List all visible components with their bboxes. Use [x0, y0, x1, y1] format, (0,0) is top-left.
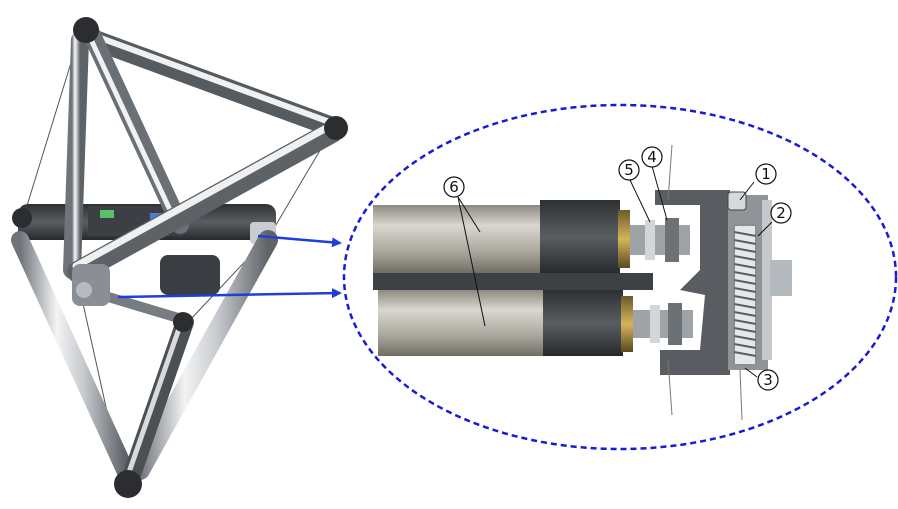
callout-5: 5: [618, 159, 651, 223]
mount-tab: [770, 260, 792, 296]
side-plate: [762, 200, 772, 360]
rod-lower-right: [130, 230, 278, 480]
callout-5-text: 5: [624, 161, 634, 179]
arrow-lower: [117, 288, 342, 299]
callout-4: 4: [641, 146, 668, 221]
arrow-upper: [257, 234, 342, 248]
rod-left-vertical: [63, 31, 89, 279]
callout-2-text: 2: [776, 204, 786, 222]
rod-top-back: [85, 30, 345, 138]
callout-1-text: 1: [761, 165, 771, 183]
center-divider: [373, 273, 653, 290]
zoom-ellipse-icon: [342, 103, 898, 451]
pointer-arrows: [117, 234, 342, 299]
lower-shaft: [633, 310, 693, 338]
upper-shaft: [630, 225, 690, 255]
callout-labels: 1 2 3 4 5 6: [443, 146, 792, 391]
callout-2: 2: [757, 202, 792, 237]
upper-pulley: [665, 218, 679, 262]
upper-motor-can: [373, 205, 543, 273]
joint-caps: [12, 17, 348, 498]
callout-3-text: 3: [763, 371, 773, 389]
cables-section: [667, 144, 743, 421]
lower-motor-can: [378, 290, 546, 356]
housing-frame: [655, 190, 730, 375]
motor-cross-section: [373, 144, 792, 421]
upper-brass-flange: [618, 210, 630, 268]
tensegrity-robot-icon: [11, 17, 348, 498]
callout-1: 1: [739, 163, 777, 201]
rod-top-diagonal: [83, 26, 189, 234]
lower-motor-block: [160, 255, 220, 295]
upper-gearbox: [540, 200, 620, 274]
lower-gearbox: [543, 290, 623, 356]
callout-4-text: 4: [647, 148, 657, 166]
rod-lower-center: [121, 313, 194, 489]
rod-lower-left: [11, 231, 134, 479]
upper-bearing: [645, 220, 655, 260]
callout-6: 6: [443, 176, 486, 327]
rod-front-diagonal: [67, 121, 343, 283]
lower-pulley: [668, 303, 682, 345]
callout-6-text: 6: [449, 178, 459, 196]
callout-3: 3: [744, 367, 779, 391]
lower-brass-flange: [621, 296, 633, 352]
spring-cap: [727, 191, 747, 211]
lower-bearing: [650, 305, 660, 343]
spring-coil: [733, 224, 757, 366]
